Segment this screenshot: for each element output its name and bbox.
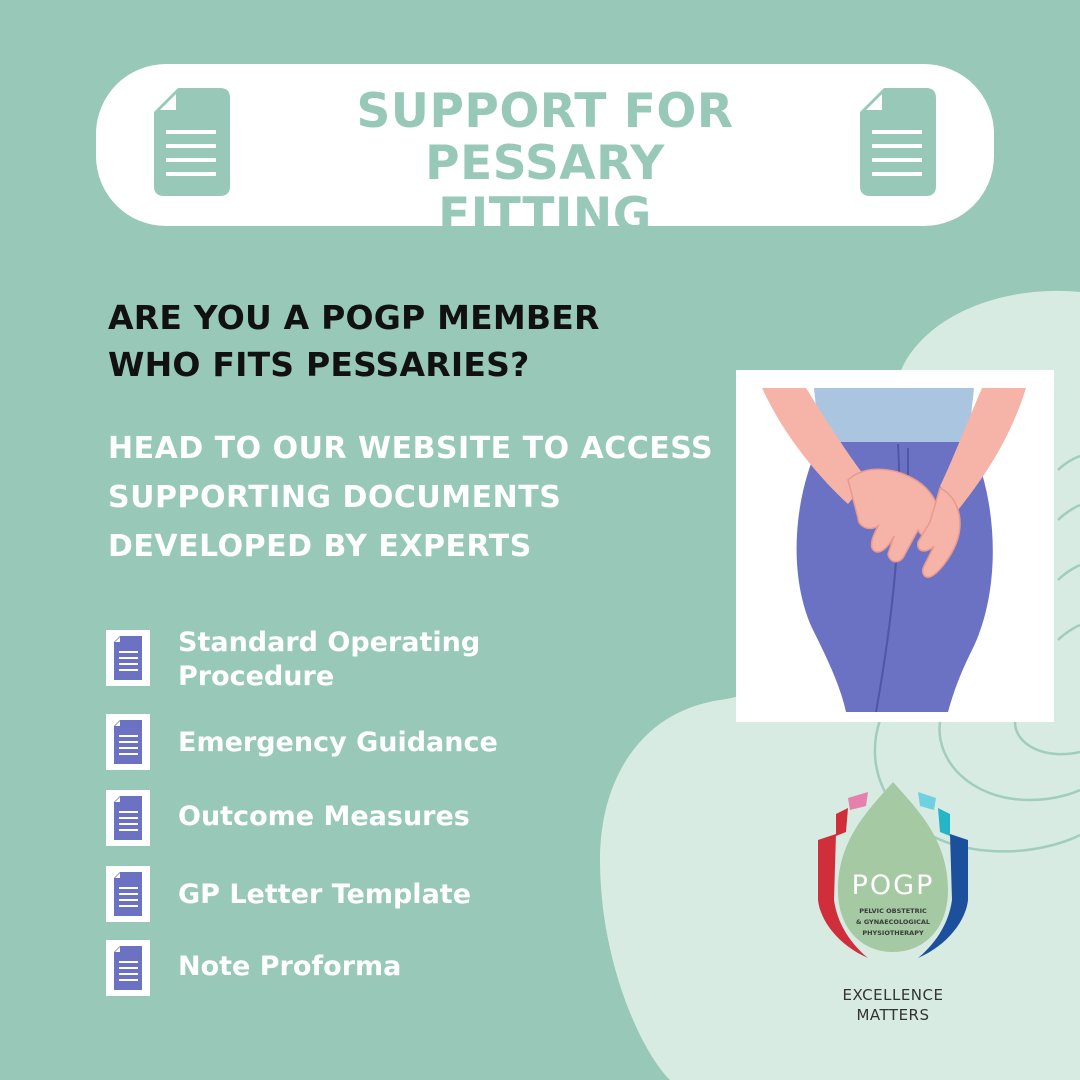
logo-acronym: POGP <box>852 870 935 901</box>
illustration-artwork <box>746 380 1044 713</box>
list-item: Note Proforma <box>106 940 606 1000</box>
document-icon <box>106 940 150 996</box>
pelvic-pain-illustration <box>736 370 1054 722</box>
logo-subtitle-line-1: PELVIC OBSTETRIC <box>859 907 927 915</box>
title-line-2: PESSARY FITTING <box>425 136 665 243</box>
list-item: Outcome Measures <box>106 790 606 850</box>
list-item: Emergency Guidance <box>106 714 606 774</box>
document-icon <box>106 866 150 922</box>
logo-tagline-line-1: EXCELLENCE <box>842 986 944 1004</box>
header-card: SUPPORT FOR PESSARY FITTING <box>96 64 994 242</box>
logo-subtitle-line-3: PHYSIOTHERAPY <box>862 929 924 937</box>
cta-line-1: HEAD TO OUR WEBSITE TO ACCESS <box>108 431 714 466</box>
document-label: Standard Operating Procedure <box>178 627 481 692</box>
cta-line-3: DEVELOPED BY EXPERTS <box>108 529 532 564</box>
question-line-2: WHO FITS PESSARIES? <box>108 345 530 384</box>
document-label: Outcome Measures <box>178 801 470 832</box>
logo-tagline-line-2: MATTERS <box>856 1006 930 1024</box>
document-icon <box>860 88 936 196</box>
document-label: Note Proforma <box>178 951 402 982</box>
document-icon <box>106 714 150 770</box>
cta-line-2: SUPPORTING DOCUMENTS <box>108 480 562 515</box>
document-icon <box>106 630 150 686</box>
logo-drop-icon: POGP PELVIC OBSTETRIC & GYNAECOLOGICAL P… <box>818 782 968 958</box>
document-label: GP Letter Template <box>178 879 472 910</box>
list-item: GP Letter Template <box>106 866 606 926</box>
document-icon <box>106 790 150 846</box>
document-icon <box>154 88 230 196</box>
website-call-to-action: HEAD TO OUR WEBSITE TO ACCESS SUPPORTING… <box>108 424 713 571</box>
member-question: ARE YOU A POGP MEMBER WHO FITS PESSARIES… <box>108 294 600 388</box>
pogp-logo: POGP PELVIC OBSTETRIC & GYNAECOLOGICAL P… <box>808 780 978 1030</box>
list-item: Standard Operating Procedure <box>106 627 606 692</box>
page-title: SUPPORT FOR PESSARY FITTING <box>346 86 744 242</box>
title-line-1: SUPPORT FOR <box>356 84 734 139</box>
question-line-1: ARE YOU A POGP MEMBER <box>108 298 600 337</box>
document-label: Emergency Guidance <box>178 727 498 758</box>
logo-subtitle-line-2: & GYNAECOLOGICAL <box>856 918 930 926</box>
